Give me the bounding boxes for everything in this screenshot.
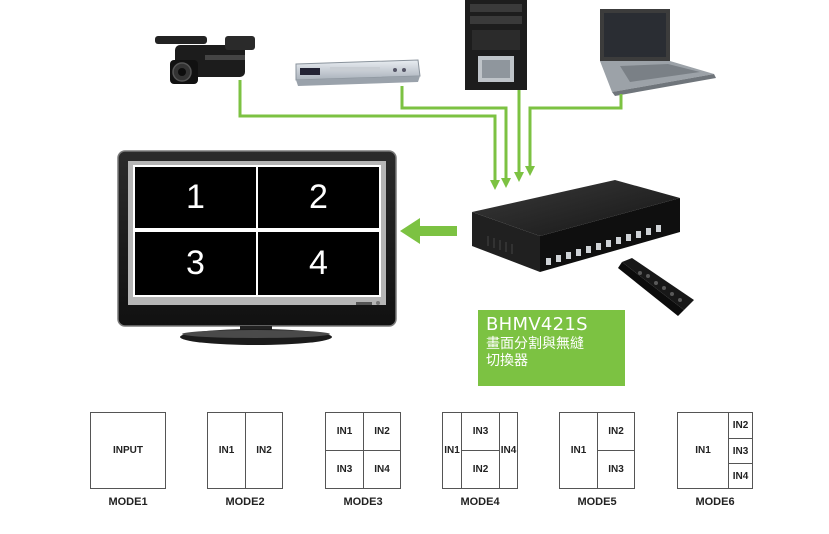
remote-control-icon (618, 258, 694, 316)
mode6-diagram: IN1 IN2 IN3 IN4 (677, 412, 753, 489)
screen-quadrant-2: 2 (309, 178, 328, 216)
laptop-icon (600, 9, 716, 96)
screen-quadrant-3: 3 (186, 244, 205, 282)
mode3-cell-in3: IN3 (336, 464, 353, 475)
mode4-diagram: IN1 IN3 IN2 IN4 (442, 412, 518, 489)
mode2-cell-in2: IN2 (256, 445, 272, 456)
mode5-label: MODE5 (577, 496, 617, 508)
output-arrow (400, 218, 457, 244)
camcorder-icon (155, 36, 255, 84)
mode4-cell-in4: IN4 (500, 445, 517, 456)
mode4-cell-in2: IN2 (472, 464, 489, 475)
mode3-cell-in4: IN4 (374, 464, 390, 475)
mode3-cell-in2: IN2 (374, 426, 390, 437)
mode5-cell-in1: IN1 (570, 445, 587, 456)
mode6-cell-in3: IN3 (732, 445, 749, 457)
mode5-cell-in3: IN3 (608, 464, 624, 475)
product-model: BHMV421S (486, 314, 588, 335)
mode4-cell-in3: IN3 (472, 426, 489, 437)
product-description-line1: 畫面分割與無縫 (486, 336, 584, 352)
tv-monitor (117, 150, 397, 345)
mode6-cell-in4: IN4 (732, 470, 749, 482)
product-description-line2: 切換器 (486, 353, 528, 369)
mode6-label: MODE6 (695, 496, 735, 508)
mode1-label: MODE1 (108, 496, 148, 508)
mode2-diagram: IN1 IN2 (207, 412, 283, 489)
desktop-pc-icon (465, 0, 527, 90)
mode1-cell-input: INPUT (113, 445, 143, 456)
mode6-cell-in1: IN1 (695, 445, 711, 456)
mode2-cell-in1: IN1 (218, 445, 235, 456)
dvd-player-icon (295, 59, 421, 86)
product-label: BHMV421S 畫面分割與無縫 切換器 (478, 310, 625, 386)
mode1-diagram: INPUT (90, 412, 166, 489)
splitter-device (472, 180, 680, 272)
screen-quadrant-1: 1 (186, 178, 205, 216)
mode3-cell-in1: IN1 (336, 426, 353, 437)
mode4-label: MODE4 (460, 496, 500, 508)
screen-quadrant-4: 4 (309, 244, 328, 282)
signal-lines (238, 80, 623, 180)
mode3-label: MODE3 (343, 496, 383, 508)
mode3-diagram: IN1 IN2 IN3 IN4 (325, 412, 401, 489)
mode5-diagram: IN1 IN2 IN3 (559, 412, 635, 489)
mode6-cell-in2: IN2 (732, 420, 749, 431)
mode2-label: MODE2 (225, 496, 265, 508)
mode5-cell-in2: IN2 (608, 426, 624, 437)
arrowheads (490, 166, 535, 190)
mode4-cell-in1: IN1 (444, 445, 460, 456)
